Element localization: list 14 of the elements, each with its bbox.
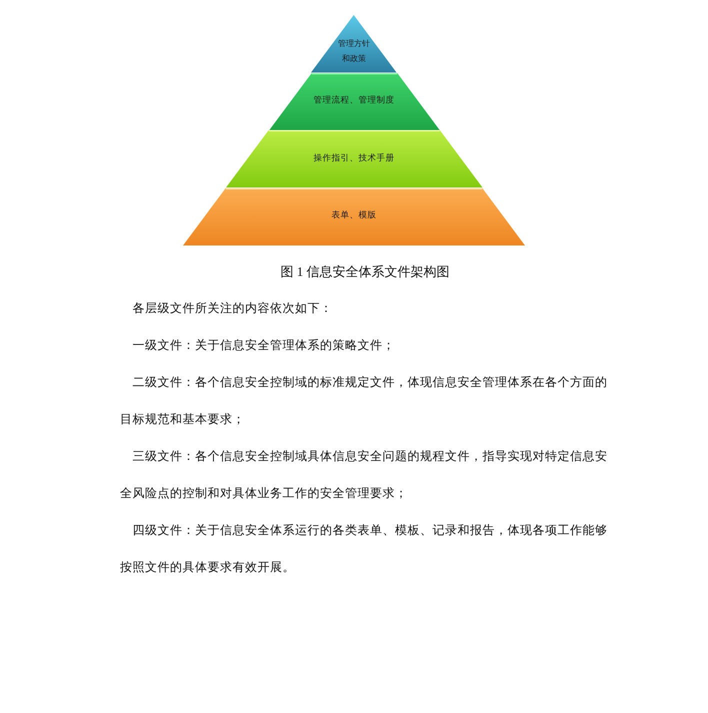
pyramid-tier: [183, 188, 525, 245]
paragraph: 一级文件：关于信息安全管理体系的策略文件；: [132, 337, 396, 354]
pyramid-tier: [311, 15, 397, 72]
paragraph: 三级文件：各个信息安全控制域具体信息安全问题的规程文件，指导实现对特定信息安全风险点的控制和对具体业务工作的安全管理要求；: [120, 448, 608, 502]
pyramid-tier: [226, 130, 482, 188]
tier-label: 管理流程、管理制度: [314, 94, 394, 108]
tier-label: 管理方针和政策: [338, 38, 370, 65]
tier-label: 表单、模版: [332, 210, 376, 223]
paragraph: 四级文件：关于信息安全体系运行的各类表单、模板、记录和报告，体现各项工作能够按照文件的具体要求有效开展。: [120, 522, 608, 576]
tier-label: 操作指引、技术手册: [314, 152, 394, 166]
paragraph: 二级文件：各个信息安全控制域的标准规定文件，体现信息安全管理体系在各个方面的目标规范和基本要求；: [120, 374, 608, 428]
figure-caption: 图 1 信息安全体系文件架构图: [280, 263, 450, 281]
paragraph: 各层级文件所关注的内容依次如下：: [132, 300, 334, 317]
pyramid-tier: [268, 72, 440, 130]
